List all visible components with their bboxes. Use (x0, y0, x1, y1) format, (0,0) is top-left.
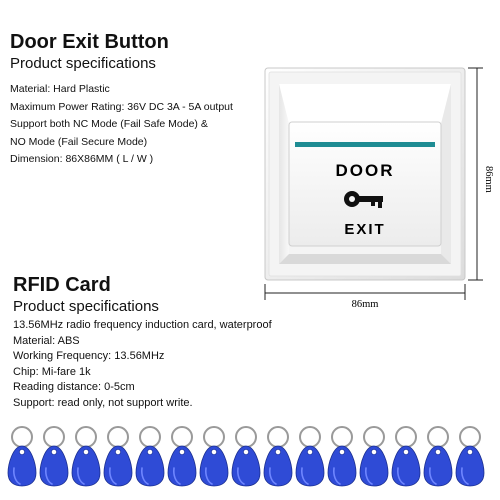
rfid-keyfob-icon (423, 426, 453, 487)
rfid-keyfob-icon (167, 426, 197, 487)
door-section-subtitle: Product specifications (10, 55, 156, 72)
door-spec-item: Dimension: 86X86MM ( L / W ) (10, 153, 154, 165)
rfid-keyfob-icon (455, 426, 485, 487)
rfid-spec-item: 13.56MHz radio frequency induction card,… (13, 319, 272, 331)
rfid-spec-item: Working Frequency: 13.56MHz (13, 350, 165, 362)
door-label: DOOR (336, 161, 395, 180)
door-spec-item: Material: Hard Plastic (10, 83, 110, 95)
rfid-keyfob-icon (359, 426, 389, 487)
rfid-keyfob-row (7, 426, 485, 487)
indicator-stripe (295, 142, 435, 147)
width-dimension (264, 284, 466, 300)
rfid-keyfob-icon (263, 426, 293, 487)
rfid-keyfob-icon (199, 426, 229, 487)
door-exit-button-illustration: DOOR EXIT 86mm 86mm (264, 67, 494, 310)
exit-label: EXIT (344, 221, 385, 238)
rfid-spec-item: Material: ABS (13, 334, 80, 347)
rfid-keyfob-icon (327, 426, 357, 487)
height-label: 86mm (483, 166, 494, 193)
rfid-section-subtitle: Product specifications (13, 298, 159, 315)
height-dimension (468, 67, 483, 281)
rfid-spec-item: Reading distance: 0-5cm (13, 381, 135, 393)
rfid-keyfob-icon (71, 426, 101, 487)
rfid-keyfob-icon (391, 426, 421, 487)
rfid-keyfob-icon (295, 426, 325, 487)
door-spec-item: NO Mode (Fail Secure Mode) (10, 135, 148, 148)
rfid-spec-item: Support: read only, not support write. (13, 396, 193, 409)
rfid-keyfob-icon (231, 426, 261, 487)
door-section-title: Door Exit Button (10, 31, 169, 53)
width-label: 86mm (352, 299, 379, 310)
rfid-keyfob-icon (135, 426, 165, 487)
rfid-spec-item: Chip: Mi-fare 1k (13, 365, 91, 378)
rfid-section-title: RFID Card (13, 274, 111, 296)
rfid-keyfob-icon (103, 426, 133, 487)
door-spec-item: Maximum Power Rating: 36V DC 3A - 5A out… (10, 100, 233, 113)
exit-push-button: DOOR EXIT (288, 121, 442, 247)
key-icon (344, 191, 383, 208)
door-spec-item: Support both NC Mode (Fail Safe Mode) & (10, 118, 208, 130)
rfid-keyfob-icon (7, 426, 37, 487)
rfid-keyfob-icon (39, 426, 69, 487)
rfid-spec-list: 13.56MHz radio frequency induction card,… (13, 318, 272, 411)
